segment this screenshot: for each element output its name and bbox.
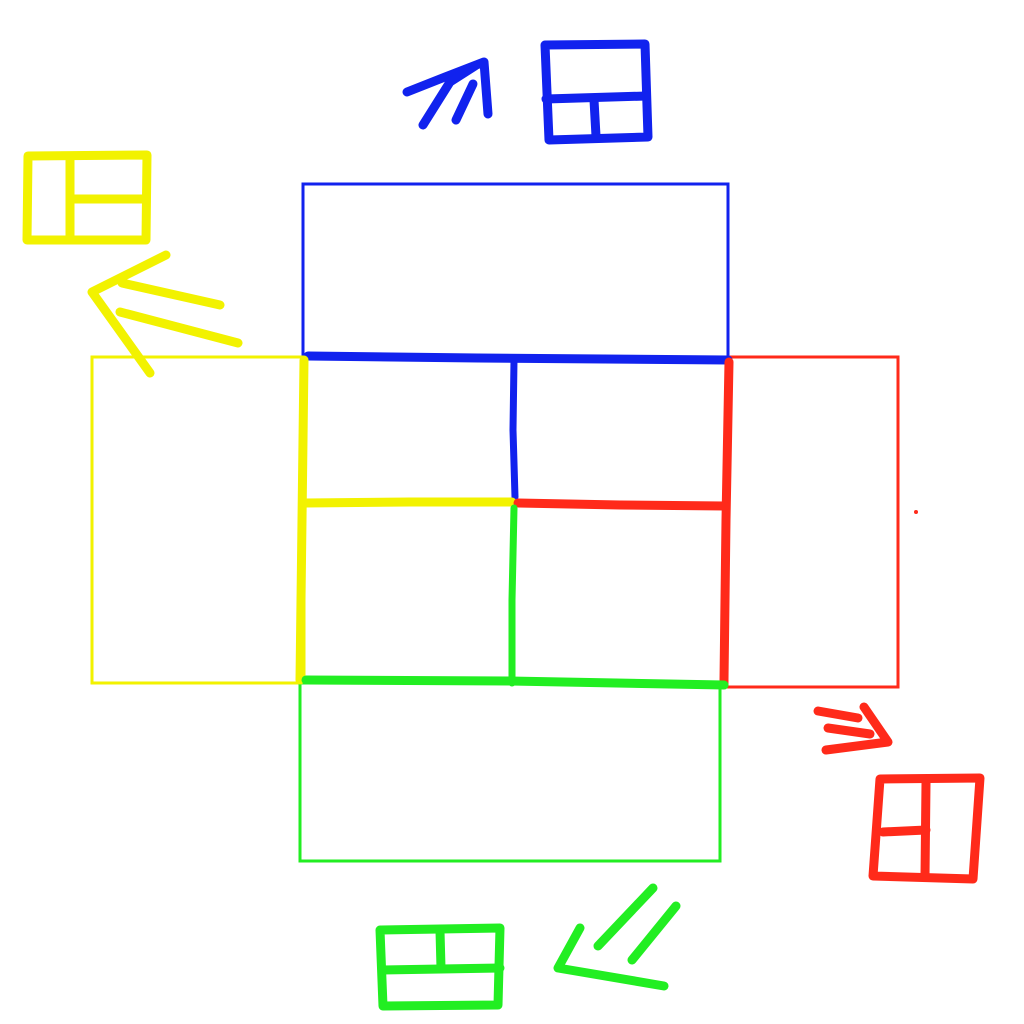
grid-middle-left [301, 497, 517, 508]
window-grid-icon [375, 923, 505, 1011]
grid-middle-right [513, 498, 730, 511]
center-grid [295, 351, 734, 690]
grid-bottom-edge [301, 675, 729, 690]
green-group [375, 883, 681, 1011]
red-group [813, 702, 985, 884]
top-panel [301, 182, 730, 360]
grid-left-edge [295, 355, 309, 685]
window-grid-icon [868, 773, 985, 884]
double-arrow-up-left-icon [87, 250, 243, 378]
grid-lower-divider [508, 504, 518, 687]
stray-dot [914, 510, 918, 514]
left-panel [90, 355, 306, 685]
blue-group [402, 39, 653, 145]
window-grid-icon [540, 39, 653, 145]
yellow-group [22, 150, 243, 378]
right-panel [725, 355, 900, 689]
grid-right-edge [719, 357, 734, 685]
double-arrow-down-left-icon [553, 883, 681, 991]
double-arrow-down-right-icon [813, 702, 893, 755]
grid-top-edge [303, 351, 733, 365]
bottom-panel [298, 681, 722, 863]
grid-upper-divider [509, 356, 519, 501]
double-arrow-up-right-icon [402, 57, 493, 130]
window-grid-icon [22, 150, 152, 245]
